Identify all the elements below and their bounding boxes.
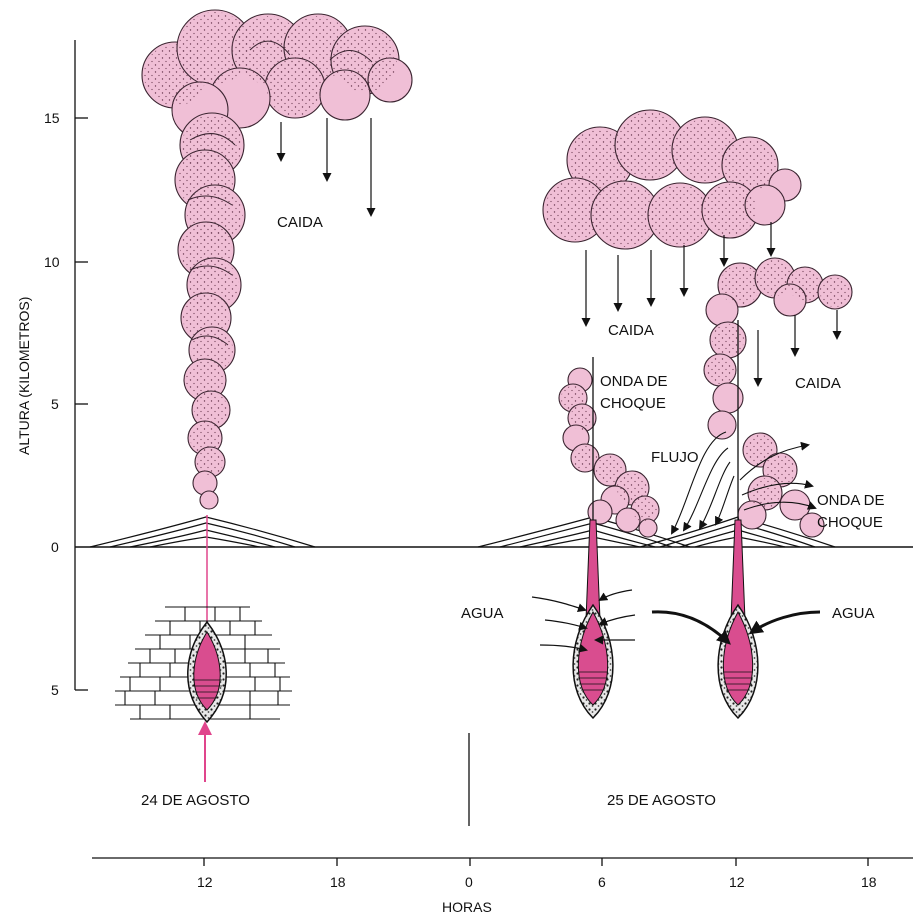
x-axis — [92, 858, 913, 866]
x-axis-label: HORAS — [442, 898, 492, 916]
label-onda-choque-1-line2: CHOQUE — [600, 395, 666, 413]
label-agua-1: AGUA — [461, 605, 504, 623]
stipple-25-upper — [545, 112, 776, 247]
label-caida-3: CAIDA — [795, 375, 841, 393]
label-onda-choque-2-line1: ONDA DE — [817, 492, 885, 510]
fall-arrows-25b — [758, 310, 837, 385]
date-24-agosto: 24 DE AGOSTO — [141, 792, 250, 810]
x-tick-18-day1: 18 — [330, 874, 346, 890]
y-tick-15: 15 — [44, 110, 60, 126]
label-onda-choque-1-line1: ONDA DE — [600, 373, 668, 391]
y-axis — [75, 40, 88, 690]
label-caida-1: CAIDA — [277, 214, 323, 232]
date-25-agosto: 25 DE AGOSTO — [607, 792, 716, 810]
stipple-24 — [144, 12, 397, 475]
label-flujo: FLUJO — [651, 449, 699, 467]
conduit-25b — [718, 520, 758, 718]
x-tick-6-day2: 6 — [598, 874, 606, 890]
label-caida-2: CAIDA — [608, 322, 654, 340]
x-tick-18-day2: 18 — [861, 874, 877, 890]
y-tick-5-below: 5 — [51, 682, 59, 698]
fall-arrows-24 — [281, 118, 371, 215]
y-axis-label: ALTURA (KILOMETROS) — [16, 297, 32, 455]
y-tick-10: 10 — [44, 254, 60, 270]
x-tick-0-day2: 0 — [465, 874, 473, 890]
x-tick-12-day2: 12 — [729, 874, 745, 890]
label-agua-2: AGUA — [832, 605, 875, 623]
cone-24 — [90, 517, 315, 547]
cone-25a — [478, 517, 690, 547]
y-tick-0: 0 — [51, 539, 59, 555]
label-onda-choque-2-line2: CHOQUE — [817, 514, 883, 532]
y-tick-5: 5 — [51, 396, 59, 412]
x-tick-12-day1: 12 — [197, 874, 213, 890]
conduit-25a — [573, 520, 613, 718]
magma-chamber-24 — [188, 622, 226, 722]
